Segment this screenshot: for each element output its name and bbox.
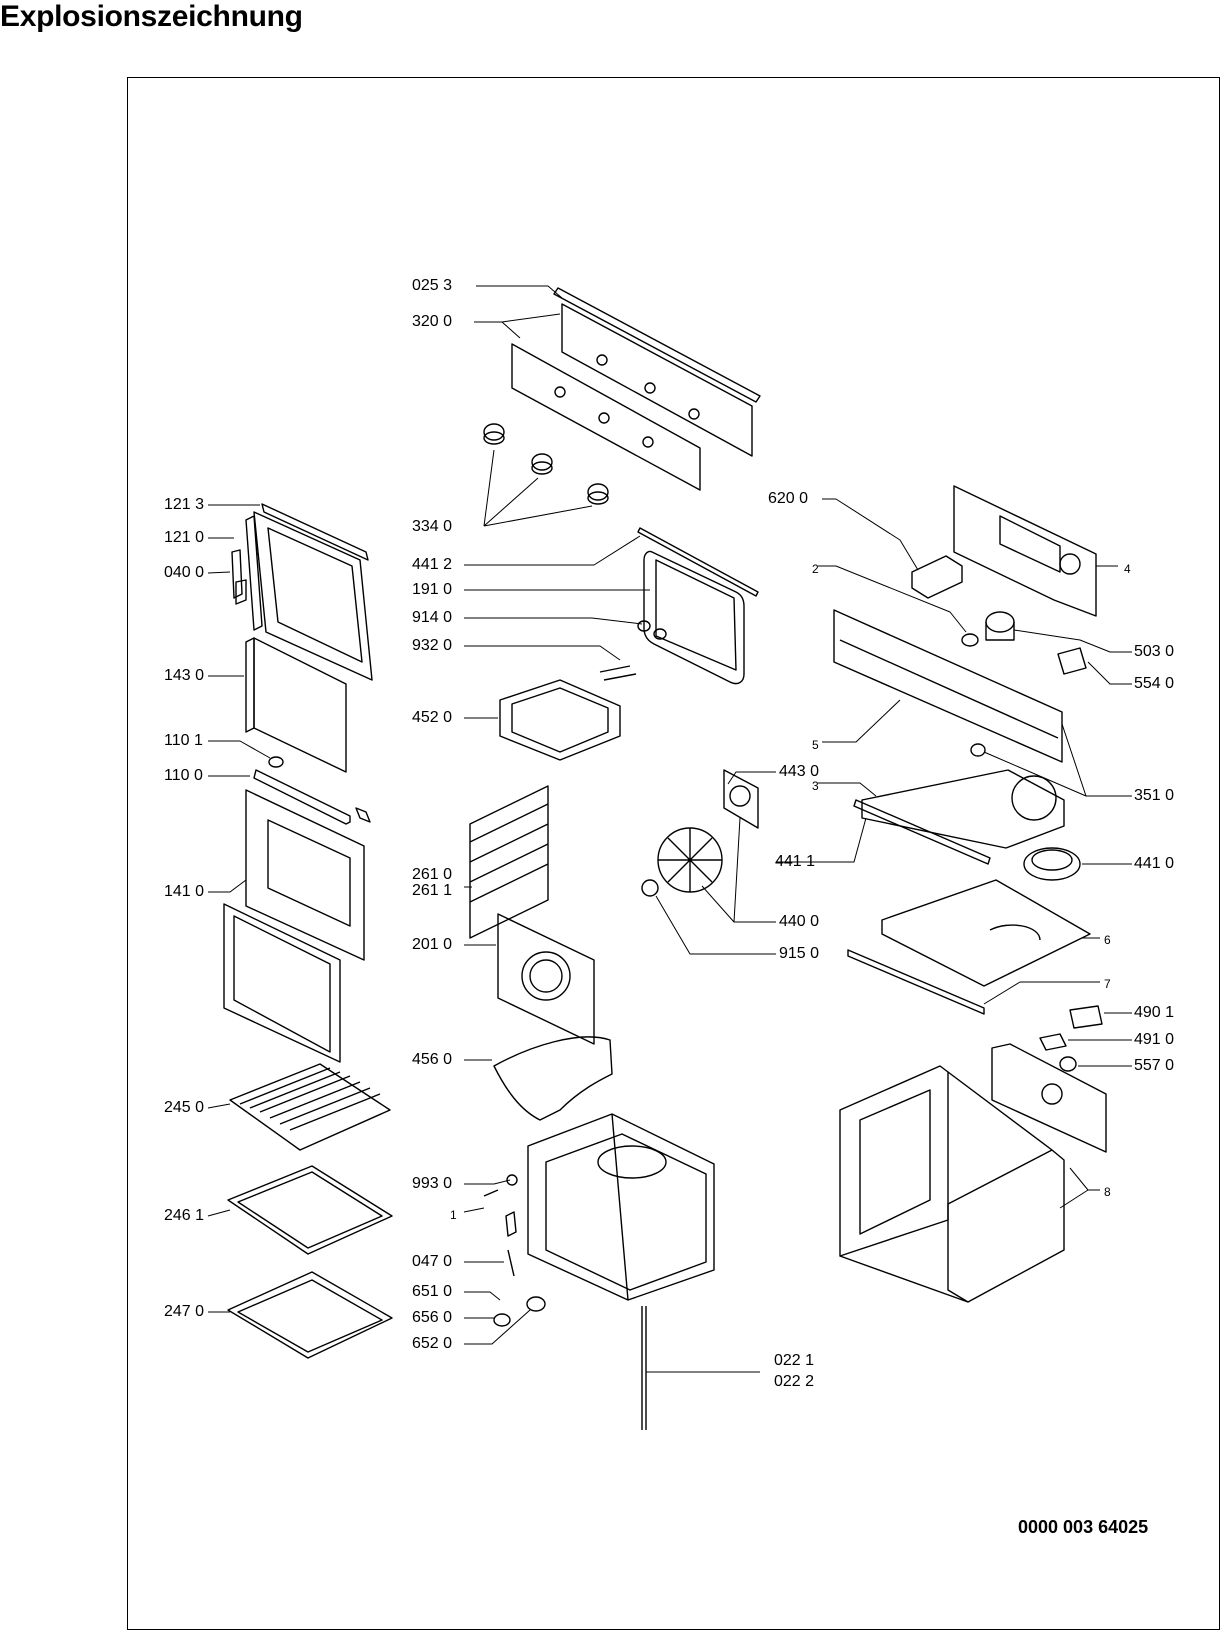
part-label-443-0: 443 0 bbox=[779, 763, 820, 780]
document-number: 0000 003 64025 bbox=[1018, 1517, 1149, 1537]
deflector-strip bbox=[853, 799, 991, 865]
part-label-245-0: 245 0 bbox=[164, 1099, 205, 1116]
rear-cooling-panel bbox=[953, 485, 1097, 617]
part-label-490-1: 490 1 bbox=[1134, 1004, 1175, 1021]
part-label-6: 6 bbox=[1104, 933, 1111, 947]
deep-pan bbox=[227, 1271, 393, 1359]
door-inner-frame bbox=[245, 503, 373, 681]
part-label-993-0: 993 0 bbox=[412, 1175, 453, 1192]
convection-fan-wheel bbox=[641, 827, 723, 897]
part-label-121-3: 121 3 bbox=[164, 496, 205, 513]
top-heating-element bbox=[499, 665, 637, 761]
terminal-block bbox=[911, 555, 963, 599]
door-hinge bbox=[231, 549, 247, 605]
part-label-441-0: 441 0 bbox=[1134, 855, 1175, 872]
top-cover-plate bbox=[881, 879, 1091, 987]
part-label-334-0: 334 0 bbox=[412, 518, 453, 535]
part-label-652-0: 652 0 bbox=[412, 1335, 453, 1352]
part-label-4: 4 bbox=[1124, 562, 1131, 576]
small-fixings bbox=[483, 1174, 546, 1327]
part-label-121-0: 121 0 bbox=[164, 529, 205, 546]
part-label-656-0: 656 0 bbox=[412, 1309, 453, 1326]
part-label-440-0: 440 0 bbox=[779, 913, 820, 930]
fan-cover bbox=[497, 913, 595, 1045]
convection-fan-motor bbox=[723, 769, 759, 829]
part-label-047-0: 047 0 bbox=[412, 1253, 453, 1270]
part-label-261-1: 261 1 bbox=[412, 882, 453, 899]
door-small-part bbox=[268, 756, 371, 823]
door-outer-glass bbox=[245, 789, 365, 961]
part-label-246-1: 246 1 bbox=[164, 1207, 205, 1224]
part-label-191-0: 191 0 bbox=[412, 581, 453, 598]
door-glass-intermediate bbox=[245, 637, 347, 773]
part-label-441-2: 441 2 bbox=[412, 556, 453, 573]
oven-muffle bbox=[527, 1113, 715, 1301]
part-label-025-3: 025 3 bbox=[412, 277, 453, 294]
muffle-seal bbox=[641, 1306, 647, 1430]
front-cross-member bbox=[833, 609, 1063, 763]
part-label-8: 8 bbox=[1104, 1185, 1111, 1199]
part-label-554-0: 554 0 bbox=[1134, 675, 1175, 692]
small-lamp bbox=[961, 633, 979, 647]
part-label-7: 7 bbox=[1104, 977, 1111, 991]
part-label-491-0: 491 0 bbox=[1134, 1031, 1175, 1048]
shelf-side-rails bbox=[469, 785, 549, 939]
part-label-141-0: 141 0 bbox=[164, 883, 205, 900]
door-seal bbox=[643, 550, 745, 685]
part-label-932-0: 932 0 bbox=[412, 637, 453, 654]
baking-tray bbox=[227, 1165, 393, 1255]
front-strip bbox=[847, 949, 985, 1015]
part-label-914-0: 914 0 bbox=[412, 609, 453, 626]
part-label-5: 5 bbox=[812, 738, 819, 752]
lamp-socket bbox=[970, 743, 986, 757]
part-label-3: 3 bbox=[812, 779, 819, 793]
control-knob-small bbox=[1059, 1056, 1077, 1072]
part-label-2: 2 bbox=[812, 562, 819, 576]
control-panel-rear bbox=[561, 303, 753, 457]
part-label-110-1: 110 1 bbox=[164, 732, 203, 749]
page-title: Explosionszeichnung bbox=[0, 0, 303, 33]
part-label-1: 1 bbox=[450, 1208, 457, 1222]
part-label-247-0: 247 0 bbox=[164, 1303, 205, 1320]
bottom-heating-element bbox=[493, 1036, 613, 1121]
part-label-143-0: 143 0 bbox=[164, 667, 205, 684]
tangential-fan bbox=[1023, 847, 1081, 881]
wire-shelf bbox=[229, 1063, 391, 1151]
thermostat bbox=[1057, 647, 1087, 675]
drawing-frame bbox=[127, 77, 1220, 1630]
part-label-022-1: 022 1 bbox=[774, 1352, 815, 1369]
part-label-201-0: 201 0 bbox=[412, 936, 453, 953]
part-label-320-0: 320 0 bbox=[412, 313, 453, 330]
part-label-351-0: 351 0 bbox=[1134, 787, 1175, 804]
nut-washer bbox=[637, 620, 667, 640]
part-label-040-0: 040 0 bbox=[164, 564, 205, 581]
fan-motor bbox=[985, 611, 1015, 641]
control-knobs bbox=[483, 423, 609, 505]
part-label-441-1: 441 1 bbox=[775, 853, 816, 870]
part-label-022-2: 022 2 bbox=[774, 1373, 815, 1390]
part-label-110-0: 110 0 bbox=[164, 767, 203, 784]
part-label-456-0: 456 0 bbox=[412, 1051, 453, 1068]
part-label-557-0: 557 0 bbox=[1134, 1057, 1175, 1074]
switch-contact bbox=[1039, 1033, 1067, 1051]
cooling-fan-housing bbox=[861, 769, 1065, 849]
door-seal-frame bbox=[223, 903, 341, 1063]
seal-strip bbox=[637, 527, 759, 597]
part-label-452-0: 452 0 bbox=[412, 709, 453, 726]
rear-panel bbox=[991, 1043, 1107, 1153]
part-label-915-0: 915 0 bbox=[779, 945, 820, 962]
switch-part bbox=[1069, 1005, 1103, 1029]
oven-housing bbox=[839, 1065, 1065, 1303]
part-label-261-0: 261 0 bbox=[412, 866, 453, 883]
part-label-651-0: 651 0 bbox=[412, 1283, 453, 1300]
part-label-503-0: 503 0 bbox=[1134, 643, 1175, 660]
control-panel-front bbox=[511, 343, 701, 491]
part-label-620-0: 620 0 bbox=[768, 490, 809, 507]
door-handle bbox=[253, 769, 351, 825]
